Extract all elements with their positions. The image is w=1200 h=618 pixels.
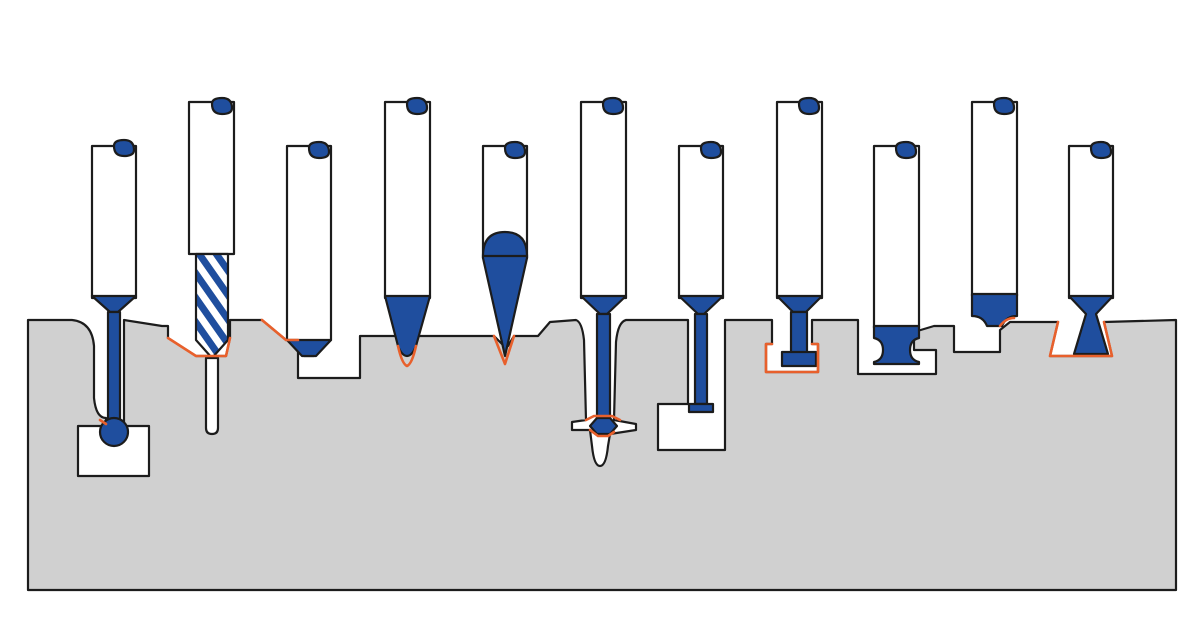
shank-end-icon: [503, 140, 527, 160]
tool-neck-taper: [579, 294, 628, 316]
shank-end-icon: [112, 138, 136, 158]
corner-rounding-mill-icon: [872, 324, 921, 366]
cut-surface: [260, 318, 300, 342]
cut-surface: [166, 336, 232, 358]
tool-shank: [187, 100, 236, 256]
t-slot-tool: [764, 96, 824, 374]
shank-end-icon: [992, 96, 1016, 116]
engraving-tool: [481, 140, 529, 366]
dovetail-cutter-icon: [1067, 294, 1115, 356]
tool-shank: [383, 100, 432, 300]
shank-end-icon: [1089, 140, 1113, 160]
tool-neck-taper: [90, 294, 138, 314]
tool-shank: [970, 100, 1019, 298]
back-chamfer-tool: [579, 96, 628, 438]
shank-end-icon: [797, 96, 821, 116]
corner-rounding-tool: [872, 140, 921, 366]
cut-surface: [492, 334, 516, 366]
tool-neck: [595, 312, 612, 422]
chamfer-tool: [260, 140, 333, 358]
cut-surface: [584, 414, 622, 422]
concave-radius-mill-icon: [970, 292, 1019, 328]
tool-shank: [677, 144, 725, 300]
tool-shank: [285, 144, 333, 358]
chamfer-cutter: [285, 338, 333, 358]
cut-surface: [98, 418, 108, 426]
dovetail-tool: [1048, 140, 1115, 358]
cut-surface: [1048, 320, 1114, 358]
ball-nose-undercut-tool: [90, 138, 138, 448]
cut-surface-lower: [588, 428, 616, 438]
slot-undercut-tool: [677, 140, 725, 414]
shank-end-icon: [307, 140, 331, 160]
shank-end-icon: [405, 96, 429, 116]
shank-end-icon: [210, 96, 234, 116]
shank-end-icon: [601, 96, 625, 116]
cut-surface: [396, 344, 418, 368]
cut-surface: [764, 342, 820, 374]
tool-shank: [775, 100, 824, 300]
shank-end-icon: [894, 140, 918, 160]
cut-surface: [998, 316, 1016, 328]
tool-neck-taper: [677, 294, 725, 316]
tool-shank: [579, 100, 628, 300]
drill-tool: [166, 96, 236, 436]
drill-pilot: [204, 356, 220, 436]
tool-shank: [90, 144, 138, 300]
ball-cutter: [98, 416, 130, 448]
tool-shank: [872, 144, 921, 330]
shank-end-icon: [699, 140, 723, 160]
t-slot-cutter-icon: [780, 350, 818, 368]
tool-neck: [693, 312, 709, 406]
tool-neck-taper: [775, 294, 824, 314]
tool-shank: [1067, 144, 1115, 300]
tool-neck: [106, 310, 122, 426]
tapered-ball-tool: [383, 96, 432, 368]
tool-neck: [789, 310, 809, 356]
twist-drill-icon: [194, 252, 230, 360]
slot-mill-icon: [687, 402, 715, 414]
concave-radius-tool: [970, 96, 1019, 328]
